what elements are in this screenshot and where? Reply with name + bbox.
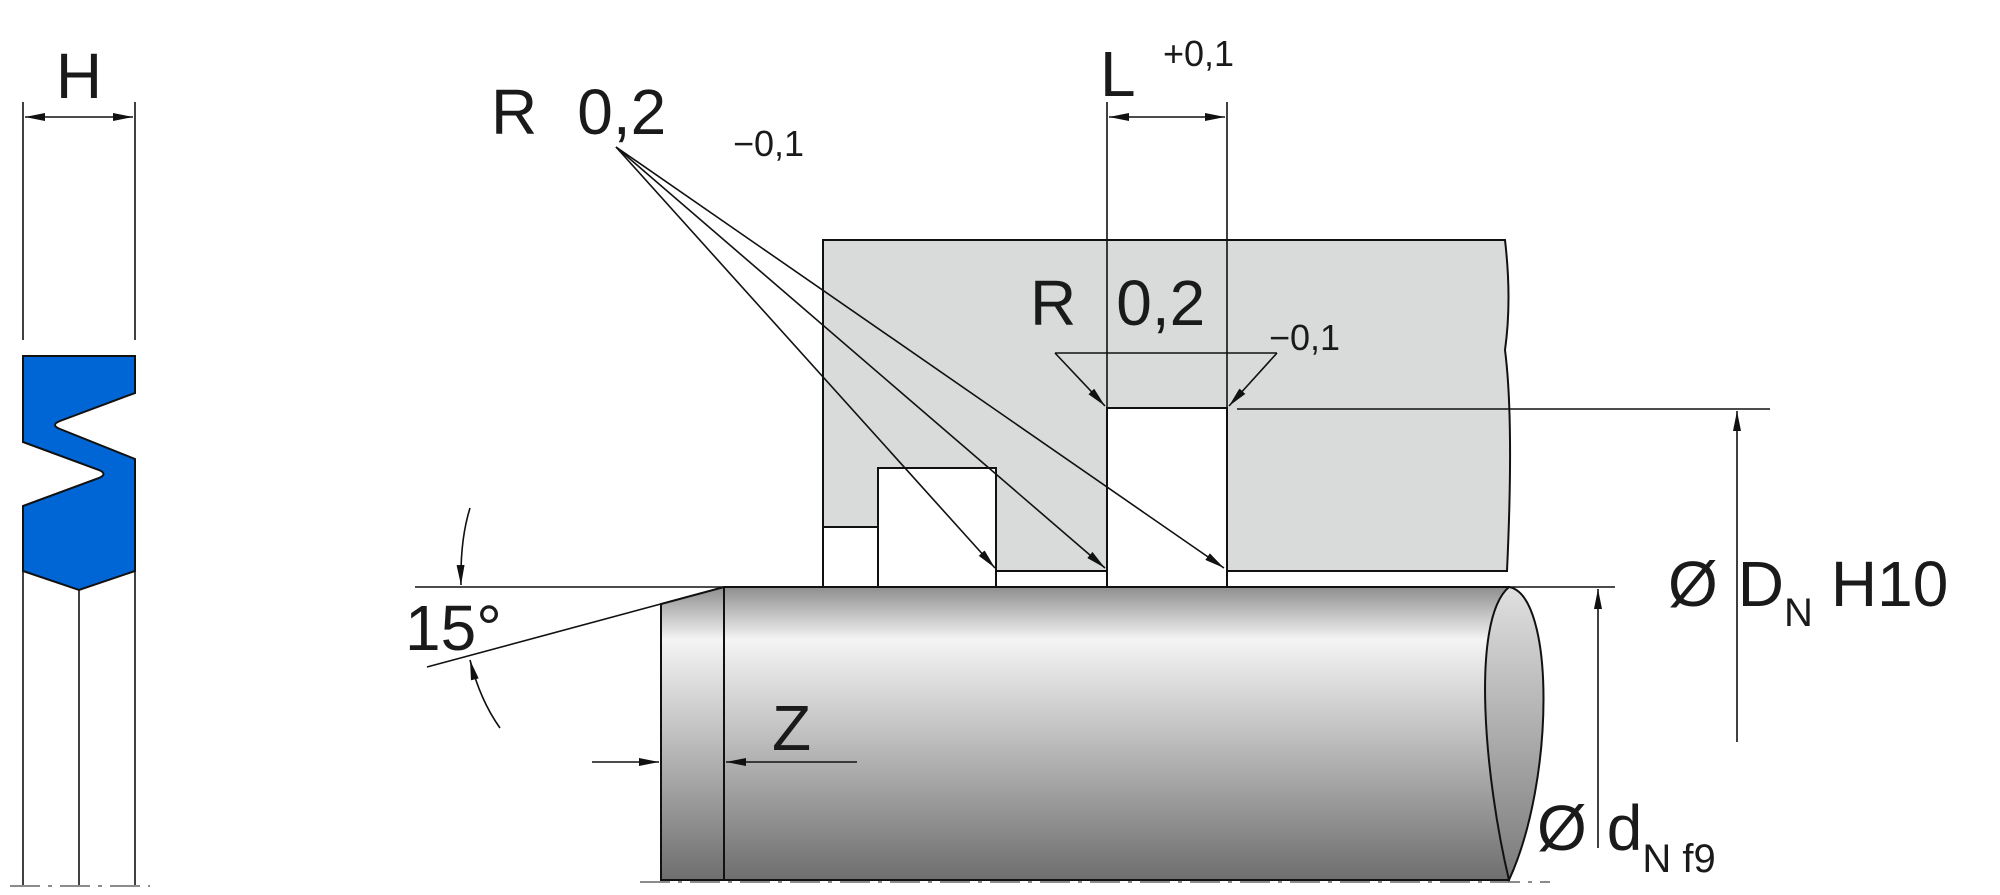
- svg-text:R0,2: R0,2: [491, 76, 666, 148]
- groove-width-dimension: L +0,1: [1100, 33, 1234, 587]
- groove: [1106, 407, 1228, 588]
- seal-cross-section: [22, 355, 136, 592]
- seal-profile: H: [10, 40, 150, 887]
- svg-text:L: L: [1100, 38, 1136, 110]
- svg-text:ØdN f9: ØdN f9: [1537, 792, 1716, 881]
- svg-text:−0,1: −0,1: [1269, 317, 1340, 358]
- svg-text:+0,1: +0,1: [1163, 33, 1234, 74]
- svg-text:−0,1: −0,1: [733, 123, 804, 164]
- svg-text:Z: Z: [772, 692, 811, 764]
- seal-width-label: H: [56, 40, 102, 112]
- chamfer-angle-dimension: 15°: [405, 507, 725, 729]
- svg-text:15°: 15°: [405, 592, 502, 664]
- chamfer-length-dimension: Z: [592, 692, 857, 766]
- svg-text:R0,2: R0,2: [1030, 267, 1205, 339]
- rod-end-ellipse: [1484, 585, 1545, 884]
- rod: [640, 585, 1550, 884]
